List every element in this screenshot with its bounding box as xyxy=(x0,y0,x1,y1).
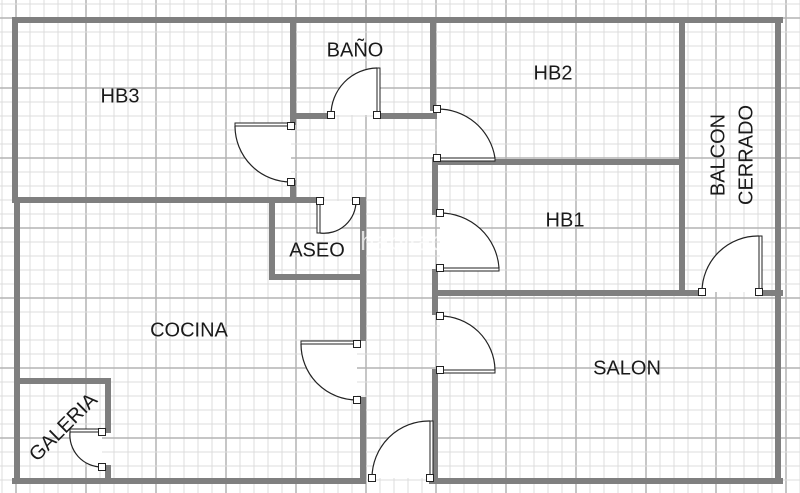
door-bano[interactable] xyxy=(327,67,381,119)
door-swing-area xyxy=(440,315,495,370)
door-galeria[interactable] xyxy=(69,428,106,471)
door-swing-arc xyxy=(330,67,378,116)
door-leaf xyxy=(436,157,496,162)
door-jamb xyxy=(316,197,324,205)
door-hb3[interactable] xyxy=(234,122,295,186)
door-leaf xyxy=(439,267,500,272)
door-jamb xyxy=(426,474,434,482)
room-label-hb1: HB1 xyxy=(546,209,585,231)
door-hb1[interactable] xyxy=(436,209,500,272)
walls xyxy=(12,17,783,484)
door-leaf xyxy=(300,340,358,345)
room-label-salon: SALON xyxy=(593,357,661,379)
room-label-hb2: HB2 xyxy=(534,62,573,84)
door-swing-area xyxy=(235,126,291,182)
door-jamb xyxy=(287,122,295,130)
door-leaf xyxy=(234,122,292,127)
room-label-balcon: BALCON xyxy=(707,114,729,196)
door-jamb xyxy=(368,474,376,482)
door-swing-arc xyxy=(69,431,103,468)
door-swing-arc xyxy=(319,200,357,234)
door-entrance[interactable] xyxy=(368,420,434,482)
door-jamb xyxy=(698,288,706,296)
door-swing-area xyxy=(372,420,430,478)
room-label-hb3: HB3 xyxy=(101,85,140,107)
door-aseo[interactable] xyxy=(316,197,360,234)
door-jamb xyxy=(755,288,763,296)
door-jamb xyxy=(353,340,361,348)
room-label-bano: BAÑO xyxy=(327,37,384,61)
door-jamb xyxy=(352,197,360,205)
door-swing-area xyxy=(702,235,759,292)
room-label-aseo: ASEO xyxy=(289,239,345,261)
door-jamb xyxy=(327,111,335,119)
door-leaf xyxy=(439,369,496,374)
door-swing-area xyxy=(440,212,499,268)
door-jamb xyxy=(373,111,381,119)
door-jamb xyxy=(436,264,444,272)
room-label-cocina: COCINA xyxy=(150,319,228,341)
door-jamb xyxy=(287,178,295,186)
doors xyxy=(69,67,763,482)
door-hb2[interactable] xyxy=(433,105,496,162)
door-jamb xyxy=(98,463,106,471)
door-jamb xyxy=(436,366,444,374)
room-label-cerrado: CERRADO xyxy=(735,105,757,205)
door-swing-arc xyxy=(371,420,431,479)
door-swing-arc xyxy=(300,343,358,401)
door-cocina[interactable] xyxy=(300,340,361,404)
door-swing-area xyxy=(437,108,495,158)
door-swing-area xyxy=(330,68,377,115)
door-leaf xyxy=(758,235,763,293)
door-jamb xyxy=(436,312,444,320)
door-jamb xyxy=(353,396,361,404)
door-swing-arc xyxy=(234,125,292,183)
door-jamb xyxy=(433,154,441,162)
door-leaf xyxy=(376,67,381,116)
door-balcon[interactable] xyxy=(698,235,763,296)
watermark: habitaclia xyxy=(360,226,470,256)
door-leaf xyxy=(316,200,321,234)
door-leaf xyxy=(429,420,434,479)
door-swing-arc xyxy=(436,108,496,159)
door-swing-arc xyxy=(439,315,496,371)
door-swing-arc xyxy=(439,212,500,269)
door-salon[interactable] xyxy=(436,312,496,374)
door-swing-area xyxy=(69,432,102,468)
door-jamb xyxy=(433,105,441,113)
door-swing-area xyxy=(320,201,357,234)
door-jamb xyxy=(436,209,444,217)
door-jamb xyxy=(98,428,106,436)
door-swing-arc xyxy=(701,235,760,293)
door-swing-area xyxy=(301,344,357,400)
